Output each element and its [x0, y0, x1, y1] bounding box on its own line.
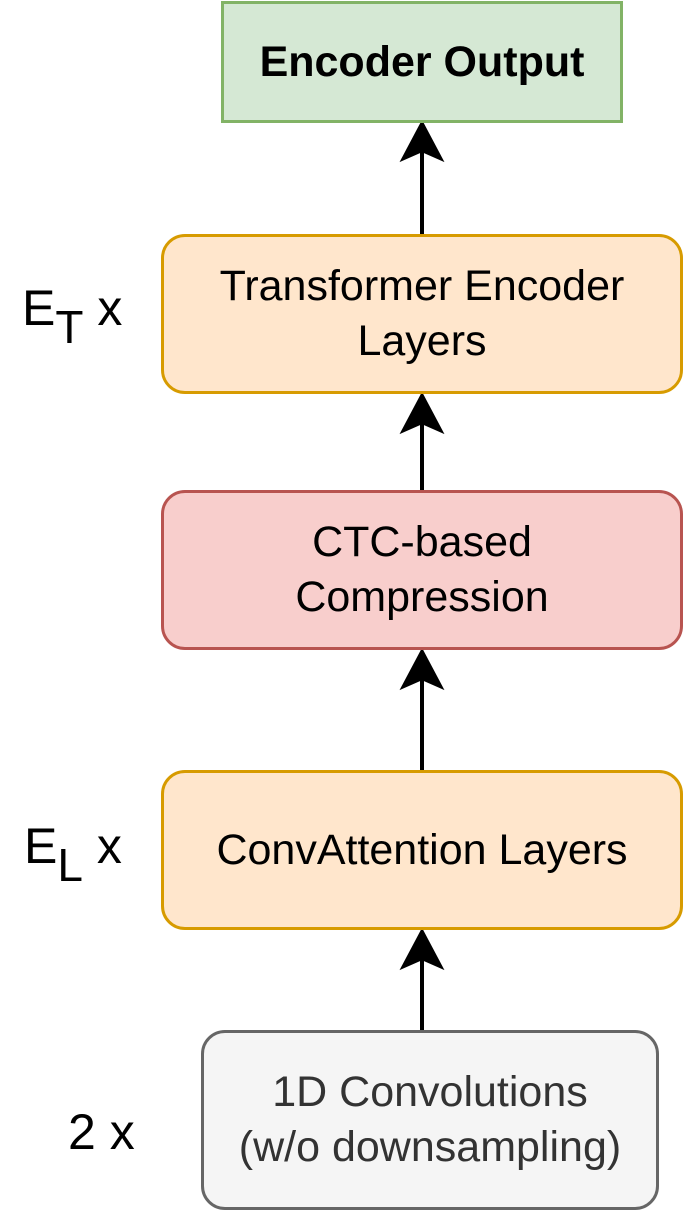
encoder-output-block: Encoder Output	[221, 1, 623, 123]
convattention-multiplier-sub: L	[57, 839, 83, 891]
ctc-label-line1: CTC-based	[312, 518, 532, 566]
convattention-multiplier-base: E	[24, 818, 58, 874]
convattention-multiplier-suffix: x	[82, 818, 122, 874]
transformer-label-line2: Layers	[357, 317, 487, 365]
ctc-label-line2: Compression	[295, 573, 549, 621]
encoder-output-label: Encoder Output	[259, 37, 585, 86]
transformer-multiplier-suffix: x	[83, 280, 123, 336]
arrowhead-convatt	[399, 927, 445, 971]
transformer-multiplier-base: E	[22, 280, 56, 336]
transformer-multiplier: ET x	[22, 278, 123, 350]
ctc-compression-block: CTC-based Compression	[161, 490, 683, 650]
arrowhead-transformer	[399, 391, 445, 435]
conv1d-multiplier: 2 x	[68, 1104, 135, 1160]
conv1d-block: 1D Convolutions (w/o downsampling)	[201, 1030, 659, 1210]
arrowhead-ctc	[399, 647, 445, 691]
convattention-multiplier: EL x	[24, 816, 122, 888]
convattention-block: ConvAttention Layers	[161, 770, 683, 930]
arrowhead-output	[399, 119, 445, 163]
convattention-label: ConvAttention Layers	[216, 825, 628, 874]
conv1d-label-line1: 1D Convolutions	[272, 1068, 588, 1116]
transformer-label-line1: Transformer Encoder	[219, 262, 625, 310]
conv1d-label-line2: (w/o downsampling)	[238, 1123, 622, 1171]
transformer-multiplier-sub: T	[55, 301, 84, 353]
transformer-encoder-block: Transformer Encoder Layers	[161, 234, 683, 394]
